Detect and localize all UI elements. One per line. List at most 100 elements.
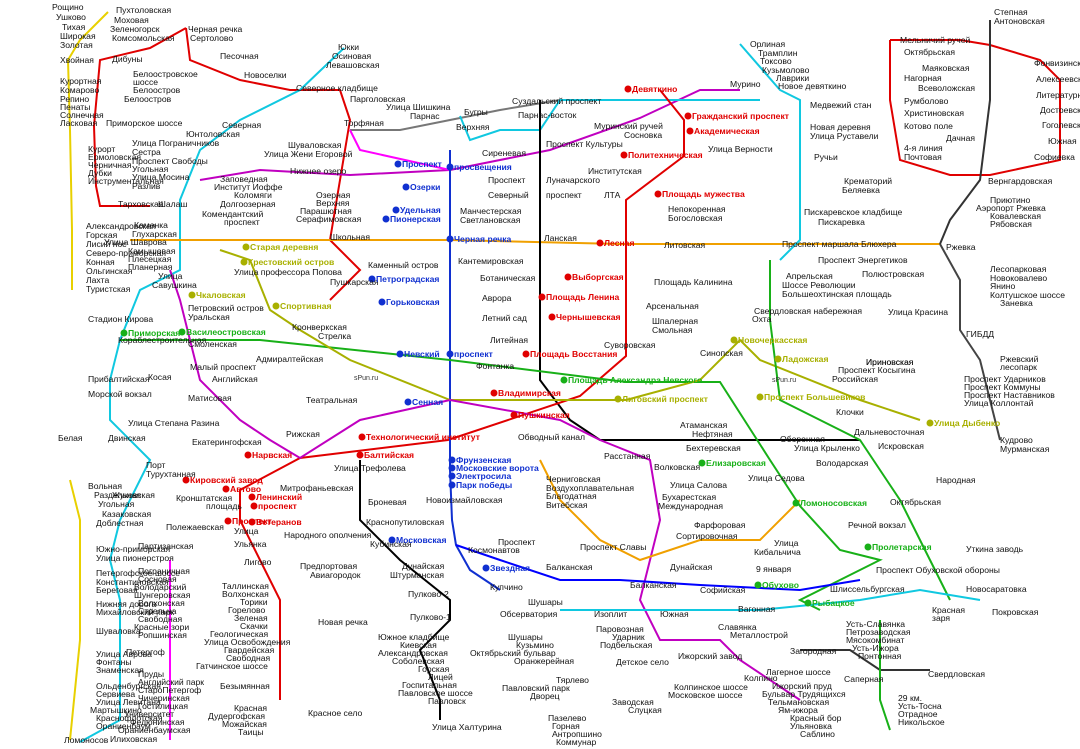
station-label: Курорт (88, 144, 115, 154)
station-label: Проспект Обуховской обороны (876, 565, 1000, 575)
station-label: Проспект Свободы (132, 156, 208, 166)
station-label: Дальневосточная (854, 427, 925, 437)
line-purple-5 (169, 269, 801, 701)
station-marker (224, 517, 232, 525)
station-label: Коммунар (556, 737, 597, 747)
station-marker (482, 564, 490, 572)
station-label: Береговая (96, 585, 138, 595)
station-label: Ломоносов (64, 735, 109, 745)
station-label: Черная речка (454, 234, 512, 244)
line-red-karelia (185, 27, 362, 301)
station-label: Моховая (114, 15, 149, 25)
station-label: Шуваловка (96, 626, 141, 636)
station-label: Свободная (226, 653, 271, 663)
station-label: Мурманская (1000, 444, 1050, 454)
station-label: Дудергофская (208, 711, 265, 721)
station-label: Космонавтов (468, 545, 520, 555)
station-label: Маяковская (922, 63, 970, 73)
station-label: Проспект маршала Блюхера (782, 239, 897, 249)
station-label: Осиновая (332, 51, 372, 61)
station-label: Антропшино (552, 729, 602, 739)
station-label: Школьная (330, 232, 370, 242)
station-marker (240, 258, 248, 266)
station-label: Камышовая (128, 246, 176, 256)
station-marker (698, 459, 706, 467)
station-marker (686, 127, 694, 135)
station-label: Гражданский проспект (692, 111, 789, 121)
station-label: Суздальский проспект (512, 96, 601, 106)
station-label: Волковская (654, 462, 700, 472)
station-label: Екатерингофская (192, 437, 262, 447)
station-label: Отрадное (898, 709, 938, 719)
station-label: Фарфоровая (694, 520, 746, 530)
station-label: Обводный канал (518, 432, 585, 442)
station-marker (792, 499, 800, 507)
station-marker (248, 493, 256, 501)
station-label: Ушково (56, 12, 86, 22)
station-label: Безымянная (220, 681, 270, 691)
station-marker (368, 275, 376, 283)
station-label: Парнас-восток (518, 110, 577, 120)
line-red-north (92, 27, 187, 207)
station-label: Английский парк (138, 677, 204, 687)
station-label: Колтушское шоссе (990, 290, 1065, 300)
station-label: Достоевская (1040, 105, 1080, 115)
station-label: 4-я линия (904, 143, 943, 153)
station-label: Московские ворота (456, 463, 539, 473)
station-label: Сиреневая (482, 148, 526, 158)
station-label: Старая деревня (250, 242, 318, 252)
station-label: Атаманская (680, 420, 728, 430)
station-label: Ржевский (1000, 354, 1039, 364)
station-label: Курортная (60, 76, 102, 86)
station-label: Международная (658, 501, 723, 511)
station-label: Угольная (132, 164, 169, 174)
station-label: Угольная (98, 499, 135, 509)
line-cyan-north (459, 99, 760, 142)
station-label: Пушкинская (518, 410, 570, 420)
station-marker (178, 328, 186, 336)
station-label: Новоизмайловская (426, 495, 503, 505)
station-label: Улица Салова (670, 480, 727, 490)
station-label: Улица Руставели (810, 131, 879, 141)
station-label: Конная (86, 257, 115, 267)
station-label: Широкая (60, 31, 96, 41)
station-label: проспект (224, 217, 260, 227)
station-label: Ижорский пруд (772, 681, 832, 691)
line-yellow-north (66, 11, 109, 290)
station-label: Белоостров (124, 94, 172, 104)
station-label: Лахта (86, 275, 109, 285)
station-label: Политехническая (628, 150, 703, 160)
station-label: Северо-приморская (86, 248, 166, 258)
station-label: Владимирская (498, 388, 561, 398)
station-label: Улица Дыбенко (934, 418, 1000, 428)
station-label: Скачки (240, 621, 268, 631)
station-label: Шоссе Революции (782, 280, 856, 290)
station-label: Улица Степана Разина (128, 418, 220, 428)
station-label: Нагорная (904, 73, 942, 83)
station-label: Паровозная (596, 624, 644, 634)
line-grey-north (350, 99, 561, 131)
station-label: Летний сад (482, 313, 527, 323)
station-label: СтароПетергоф (138, 685, 201, 695)
station-label: Репино (60, 94, 89, 104)
station-label: шоссе (133, 77, 158, 87)
station-marker (538, 293, 546, 301)
station-label: Гатчинское шоссе (196, 661, 268, 671)
station-label: Стрелка (318, 331, 351, 341)
station-label: Улица (234, 526, 259, 536)
station-label: Шуваловская (288, 140, 342, 150)
station-label: Комсомольская (112, 33, 175, 43)
station-label: Шушары (508, 632, 543, 642)
station-label: Турухтанная (146, 469, 196, 479)
station-label: Звездная (490, 563, 530, 573)
station-label: Театральная (306, 395, 358, 405)
station-marker (596, 239, 604, 247)
station-label: Песочная (220, 51, 259, 61)
station-marker (730, 336, 738, 344)
station-label: Рижская (286, 429, 320, 439)
station-label: Тярлево (556, 675, 589, 685)
station-label: Южное кладбище (378, 632, 449, 642)
station-label: Комендантский (202, 209, 263, 219)
station-label: Ириновская (866, 357, 914, 367)
station-label: Сестра (132, 147, 161, 157)
